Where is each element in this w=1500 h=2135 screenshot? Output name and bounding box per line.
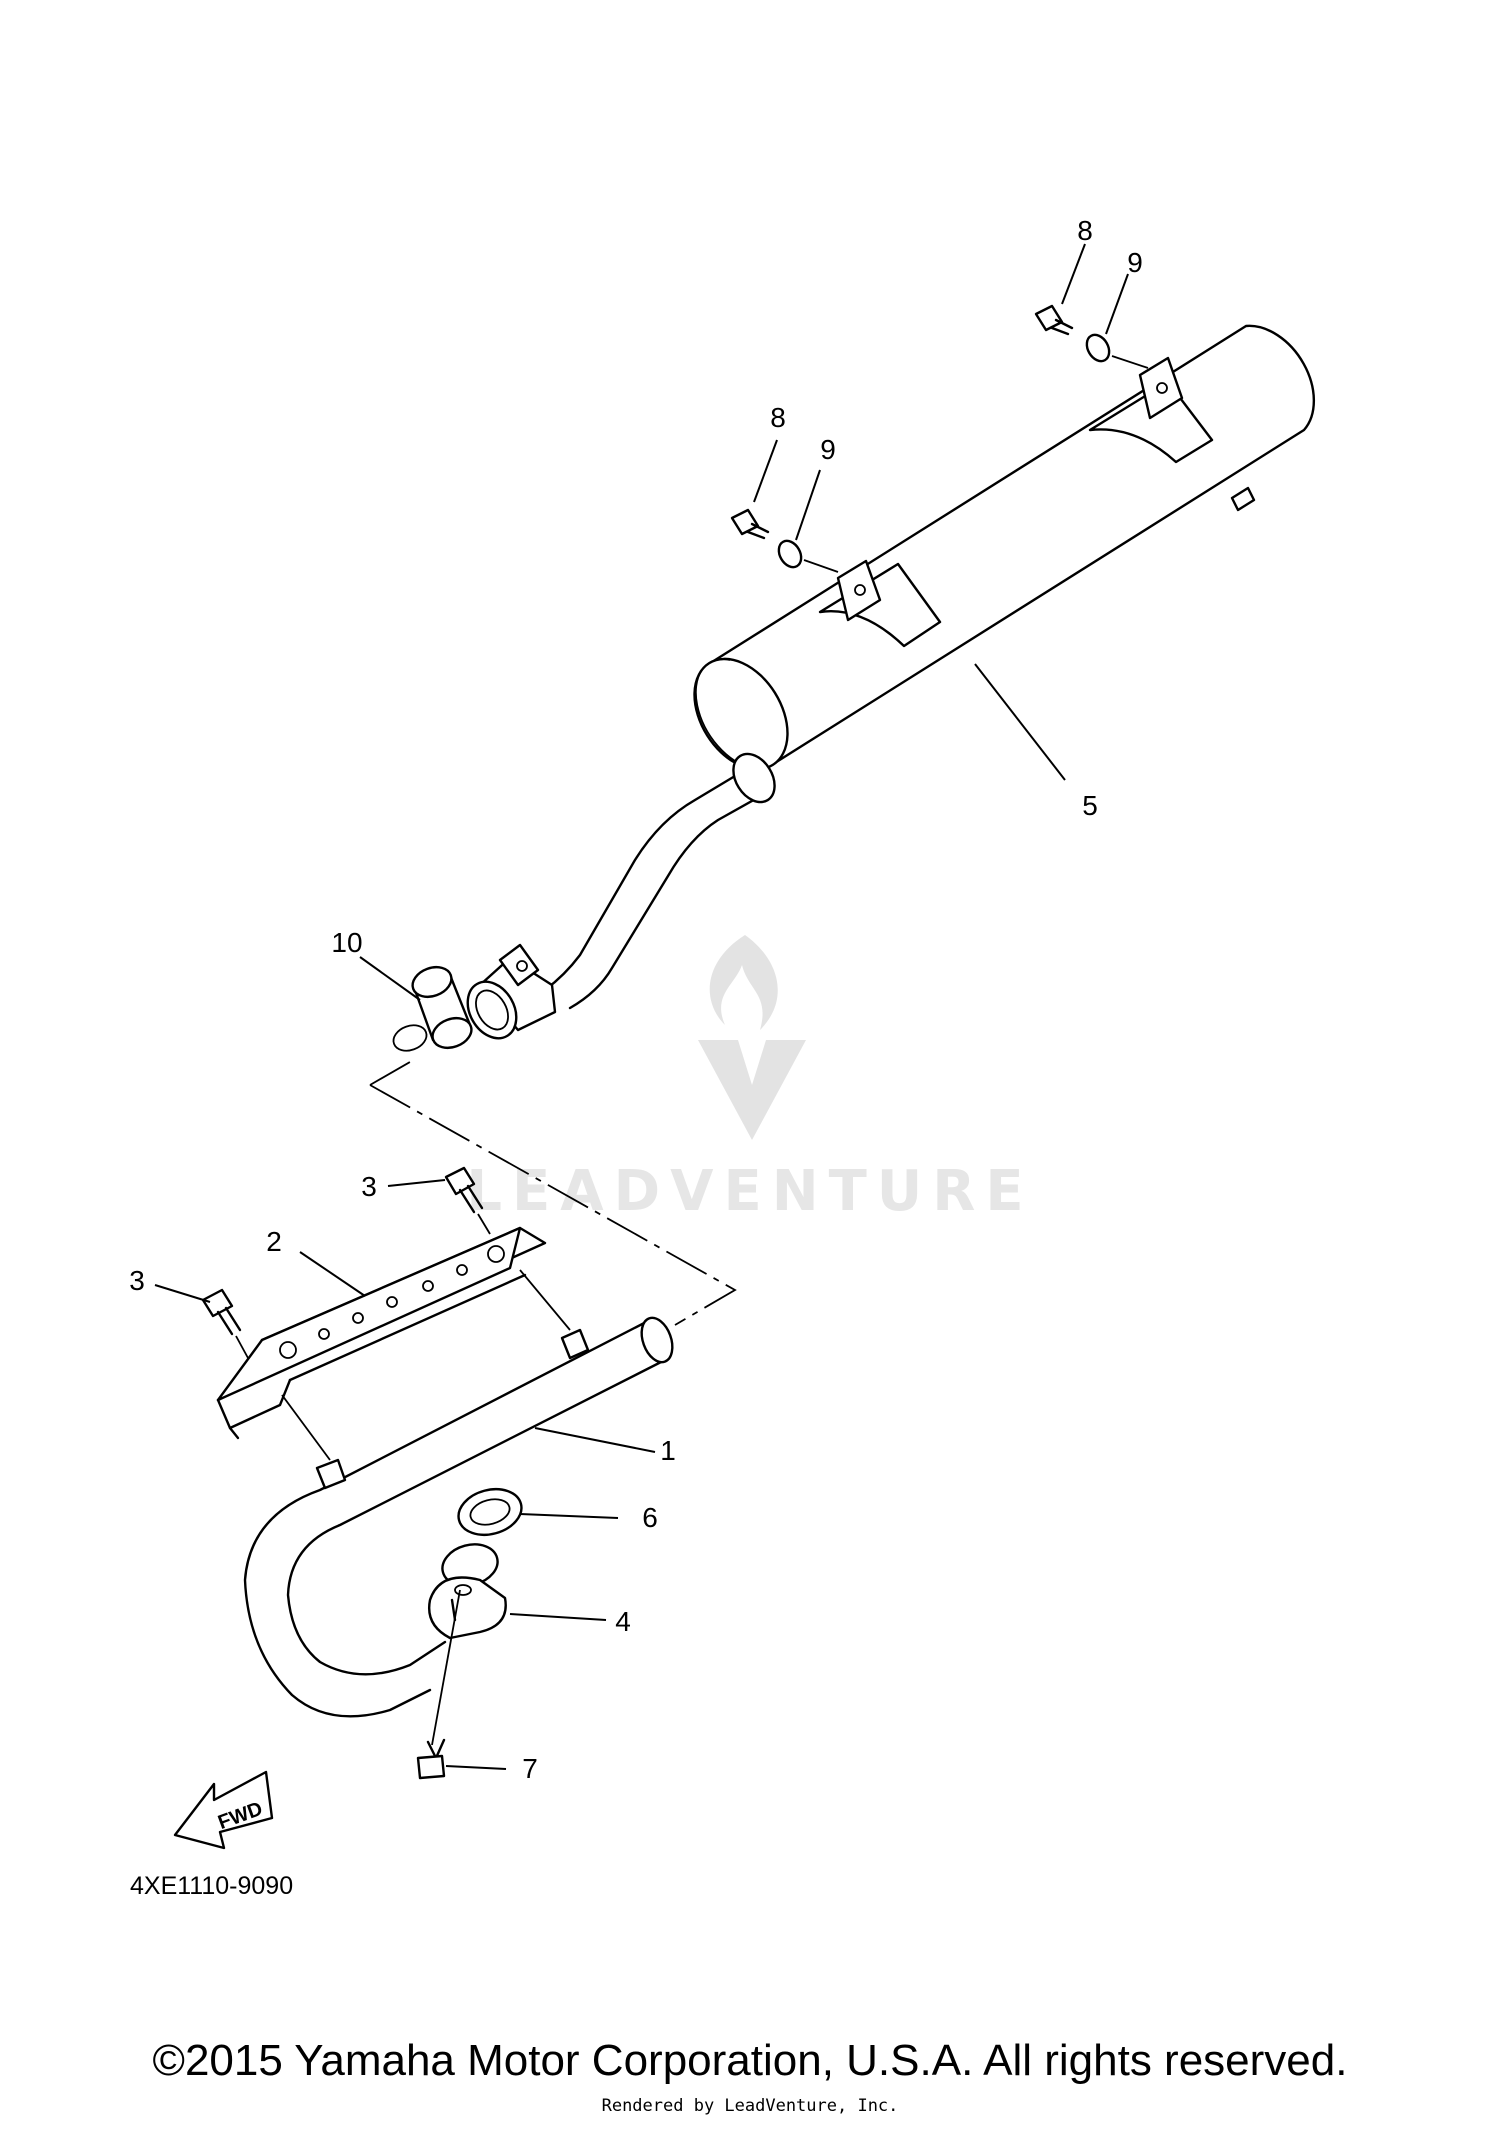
callout-7: 7	[522, 1753, 538, 1784]
watermark-text: LEADVENTURE	[466, 1159, 1033, 1224]
assembly-guide-lines	[369, 1061, 737, 1326]
part-8-bolt-rear	[1034, 304, 1074, 336]
callout-4: 4	[615, 1606, 631, 1637]
diagram-code: 4XE1110-9090	[130, 1872, 293, 1900]
callout-6: 6	[642, 1502, 658, 1533]
callout-3-left: 3	[129, 1265, 145, 1296]
callout-3-right: 3	[361, 1171, 377, 1202]
callout-9-rear: 9	[1127, 247, 1143, 278]
part-3-bolt-left	[201, 1288, 249, 1359]
part-8-bolt-front	[730, 508, 770, 540]
part-1-exhaust-pipe	[243, 1316, 674, 1718]
callout-2: 2	[266, 1226, 282, 1257]
callout-10: 10	[331, 927, 362, 958]
copyright-notice: ©2015 Yamaha Motor Corporation, U.S.A. A…	[152, 2036, 1348, 2085]
part-5-muffler	[466, 324, 1316, 1040]
part-9-washer-front	[777, 539, 839, 573]
callout-5: 5	[1082, 790, 1098, 821]
leadventure-watermark: LEADVENTURE	[466, 935, 1033, 1224]
callout-labels: 8 9 8 9 5 10 3 2 3 1 6 4 7	[129, 215, 1143, 1784]
part-7-bolt	[416, 1589, 461, 1780]
callout-1: 1	[660, 1435, 676, 1466]
part-10-gasket	[392, 965, 473, 1052]
callout-9-front: 9	[820, 434, 836, 465]
callout-leaders	[154, 243, 1129, 1770]
part-4-joint	[428, 1543, 507, 1640]
callout-8-rear: 8	[1077, 215, 1093, 246]
part-9-washer-rear	[1085, 333, 1149, 369]
part-3-bolt-right	[444, 1166, 491, 1235]
callout-8-front: 8	[770, 402, 786, 433]
part-2-heat-protector	[216, 1226, 571, 1461]
rendered-by-credit: Rendered by LeadVenture, Inc.	[601, 2096, 899, 2116]
part-6-gasket	[457, 1487, 523, 1537]
forward-direction-arrow: FWD	[173, 1770, 274, 1850]
